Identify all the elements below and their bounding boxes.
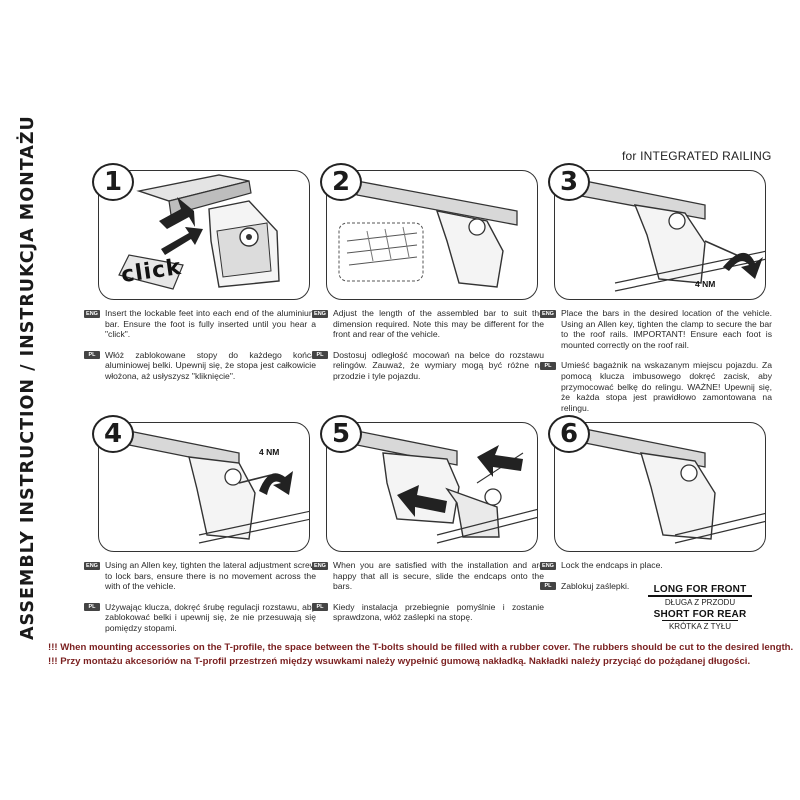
side-title: ASSEMBLY INSTRUCTION / INSTRUKCJA MONTAŻ… <box>18 115 38 640</box>
lang-badge-en: ENG <box>312 309 328 318</box>
step-2-text-en: Adjust the length of the assembled bar t… <box>333 308 544 340</box>
step-4-instructions: ENG Using an Allen key, tighten the later… <box>84 560 316 634</box>
step-4-number: 4 <box>92 415 134 453</box>
step-5-number: 5 <box>320 415 362 453</box>
long-bar-line <box>648 595 752 597</box>
lang-badge-pl: PL <box>84 603 100 612</box>
step-2-number: 2 <box>320 163 362 201</box>
step-3-illustration: 4 NM <box>554 170 766 300</box>
step-3-text-pl: Umieść bagażnik na wskazanym miejscu poj… <box>561 360 772 413</box>
step-4-text-en: Using an Allen key, tighten the lateral … <box>105 560 316 592</box>
lang-badge-en: ENG <box>84 561 100 570</box>
step-1-number: 1 <box>92 163 134 201</box>
step-5-text-en: When you are satisfied with the installa… <box>333 560 544 592</box>
endcap-slide-illustration <box>346 428 537 544</box>
lang-badge-en: ENG <box>540 309 556 318</box>
step-1-text-en: Insert the lockable feet into each end o… <box>105 308 316 340</box>
short-bar-line <box>662 619 738 621</box>
torque-label: 4 NM <box>259 447 280 457</box>
lang-badge-en: ENG <box>312 561 328 570</box>
clamp-tighten-illustration <box>564 176 765 292</box>
roof-bar-foot-illustration <box>118 174 280 290</box>
step-6-number: 6 <box>548 415 590 453</box>
step-4-text-pl: Używając klucza, dokręć śrubę regulacji … <box>105 601 316 633</box>
lang-badge-pl: PL <box>84 351 100 360</box>
step-2-instructions: ENG Adjust the length of the assembled ba… <box>312 308 544 382</box>
lang-badge-pl: PL <box>540 582 556 591</box>
step-5-instructions: ENG When you are satisfied with the insta… <box>312 560 544 623</box>
lang-badge-pl: PL <box>312 351 328 360</box>
step-5-text-pl: Kiedy instalacja przebiegnie pomyślnie i… <box>333 601 544 623</box>
step-6-text-pl: Zablokuj zaślepki. <box>561 580 630 591</box>
step-4-illustration: 4 NM <box>98 422 310 552</box>
step-6-text-en: Lock the endcaps in place. <box>561 560 663 570</box>
step-5-illustration <box>326 422 538 552</box>
step-1-instructions: ENG Insert the lockable feet into each en… <box>84 308 316 382</box>
lateral-screw-illustration <box>128 430 309 544</box>
step-1-illustration: click <box>98 170 310 300</box>
lang-badge-pl: PL <box>540 361 556 370</box>
step-6-instructions: ENG Lock the endcaps in place. PL Zablokuj… <box>540 560 772 591</box>
step-2-illustration <box>326 170 538 300</box>
long-for-front-label: LONG FOR FRONT <box>653 584 747 595</box>
step-1-text-pl: Włóż zablokowane stopy do każdego końca … <box>105 349 316 381</box>
lang-badge-en: ENG <box>84 309 100 318</box>
note-pl: !!! Przy montażu akcesoriów na T-profil … <box>48 656 751 667</box>
short-for-rear-label: SHORT FOR REAR <box>653 608 747 620</box>
lang-badge-en: ENG <box>540 561 556 570</box>
bar-adjust-illustration <box>338 180 518 288</box>
subtitle: for INTEGRATED RAILING <box>622 149 772 163</box>
short-for-rear-label-pl: KRÓTKA Z TYŁU <box>668 622 732 631</box>
torque-label: 4 NM <box>695 279 716 289</box>
step-3-text-en: Place the bars in the desired location o… <box>561 308 772 350</box>
step-3-instructions: ENG Place the bars in the desired locatio… <box>540 308 772 413</box>
step-2-text-pl: Dostosuj odległość mocowań na belce do r… <box>333 349 544 381</box>
lang-badge-pl: PL <box>312 603 328 612</box>
note-en: !!! When mounting accessories on the T-p… <box>48 642 794 653</box>
long-for-front-label-pl: DŁUGA Z PRZODU <box>664 597 736 607</box>
bar-length-guide: LONG FOR FRONT DŁUGA Z PRZODU SHORT FOR … <box>640 584 760 631</box>
step-3-number: 3 <box>548 163 590 201</box>
